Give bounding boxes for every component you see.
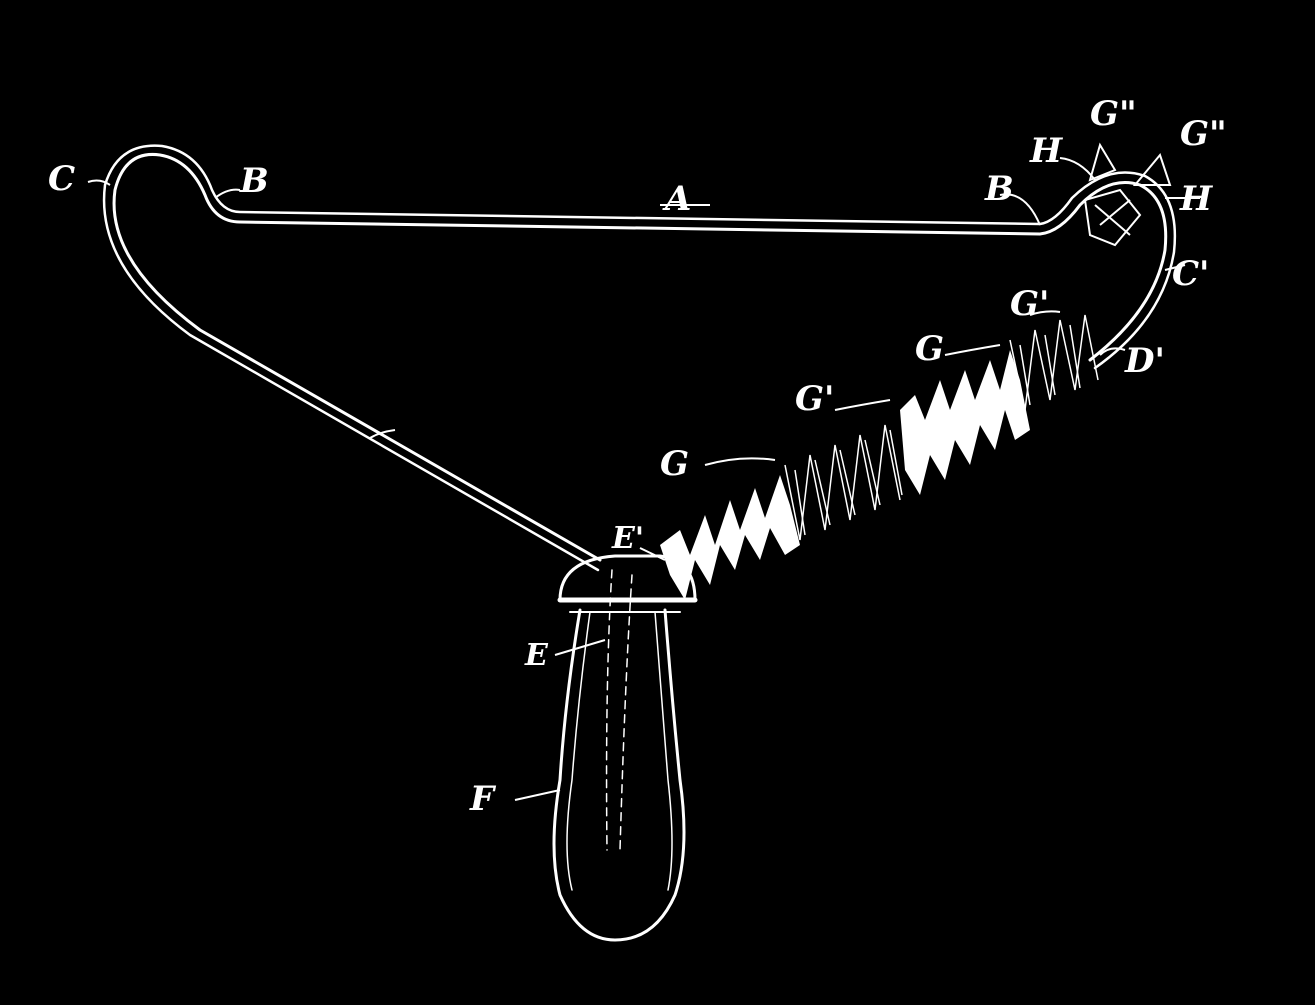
label-A: A bbox=[662, 179, 691, 219]
label-G-1: G bbox=[660, 444, 689, 484]
label-G-top-2: G" bbox=[1180, 114, 1227, 154]
label-G-top-1: G" bbox=[1090, 94, 1137, 134]
coil bbox=[660, 314, 1099, 600]
label-B-right: B bbox=[984, 169, 1014, 209]
label-F: F bbox=[469, 779, 497, 819]
label-B-left: B bbox=[239, 161, 269, 201]
leader-lines bbox=[87, 157, 1200, 801]
wire-frame bbox=[102, 144, 1177, 572]
label-D-prime: D' bbox=[1124, 341, 1165, 381]
handle bbox=[552, 554, 698, 942]
tip-cones bbox=[1083, 142, 1172, 247]
label-E-upper: E' bbox=[611, 521, 644, 556]
label-C: C bbox=[48, 159, 75, 199]
label-G-4: G' bbox=[1010, 284, 1049, 324]
label-G-2: G' bbox=[795, 379, 834, 419]
label-H-2: H bbox=[1179, 179, 1214, 219]
label-C-prime: C' bbox=[1172, 254, 1209, 294]
label-E-lower: E bbox=[524, 638, 549, 673]
label-H-1: H bbox=[1029, 131, 1064, 171]
label-G-3: G bbox=[915, 329, 944, 369]
